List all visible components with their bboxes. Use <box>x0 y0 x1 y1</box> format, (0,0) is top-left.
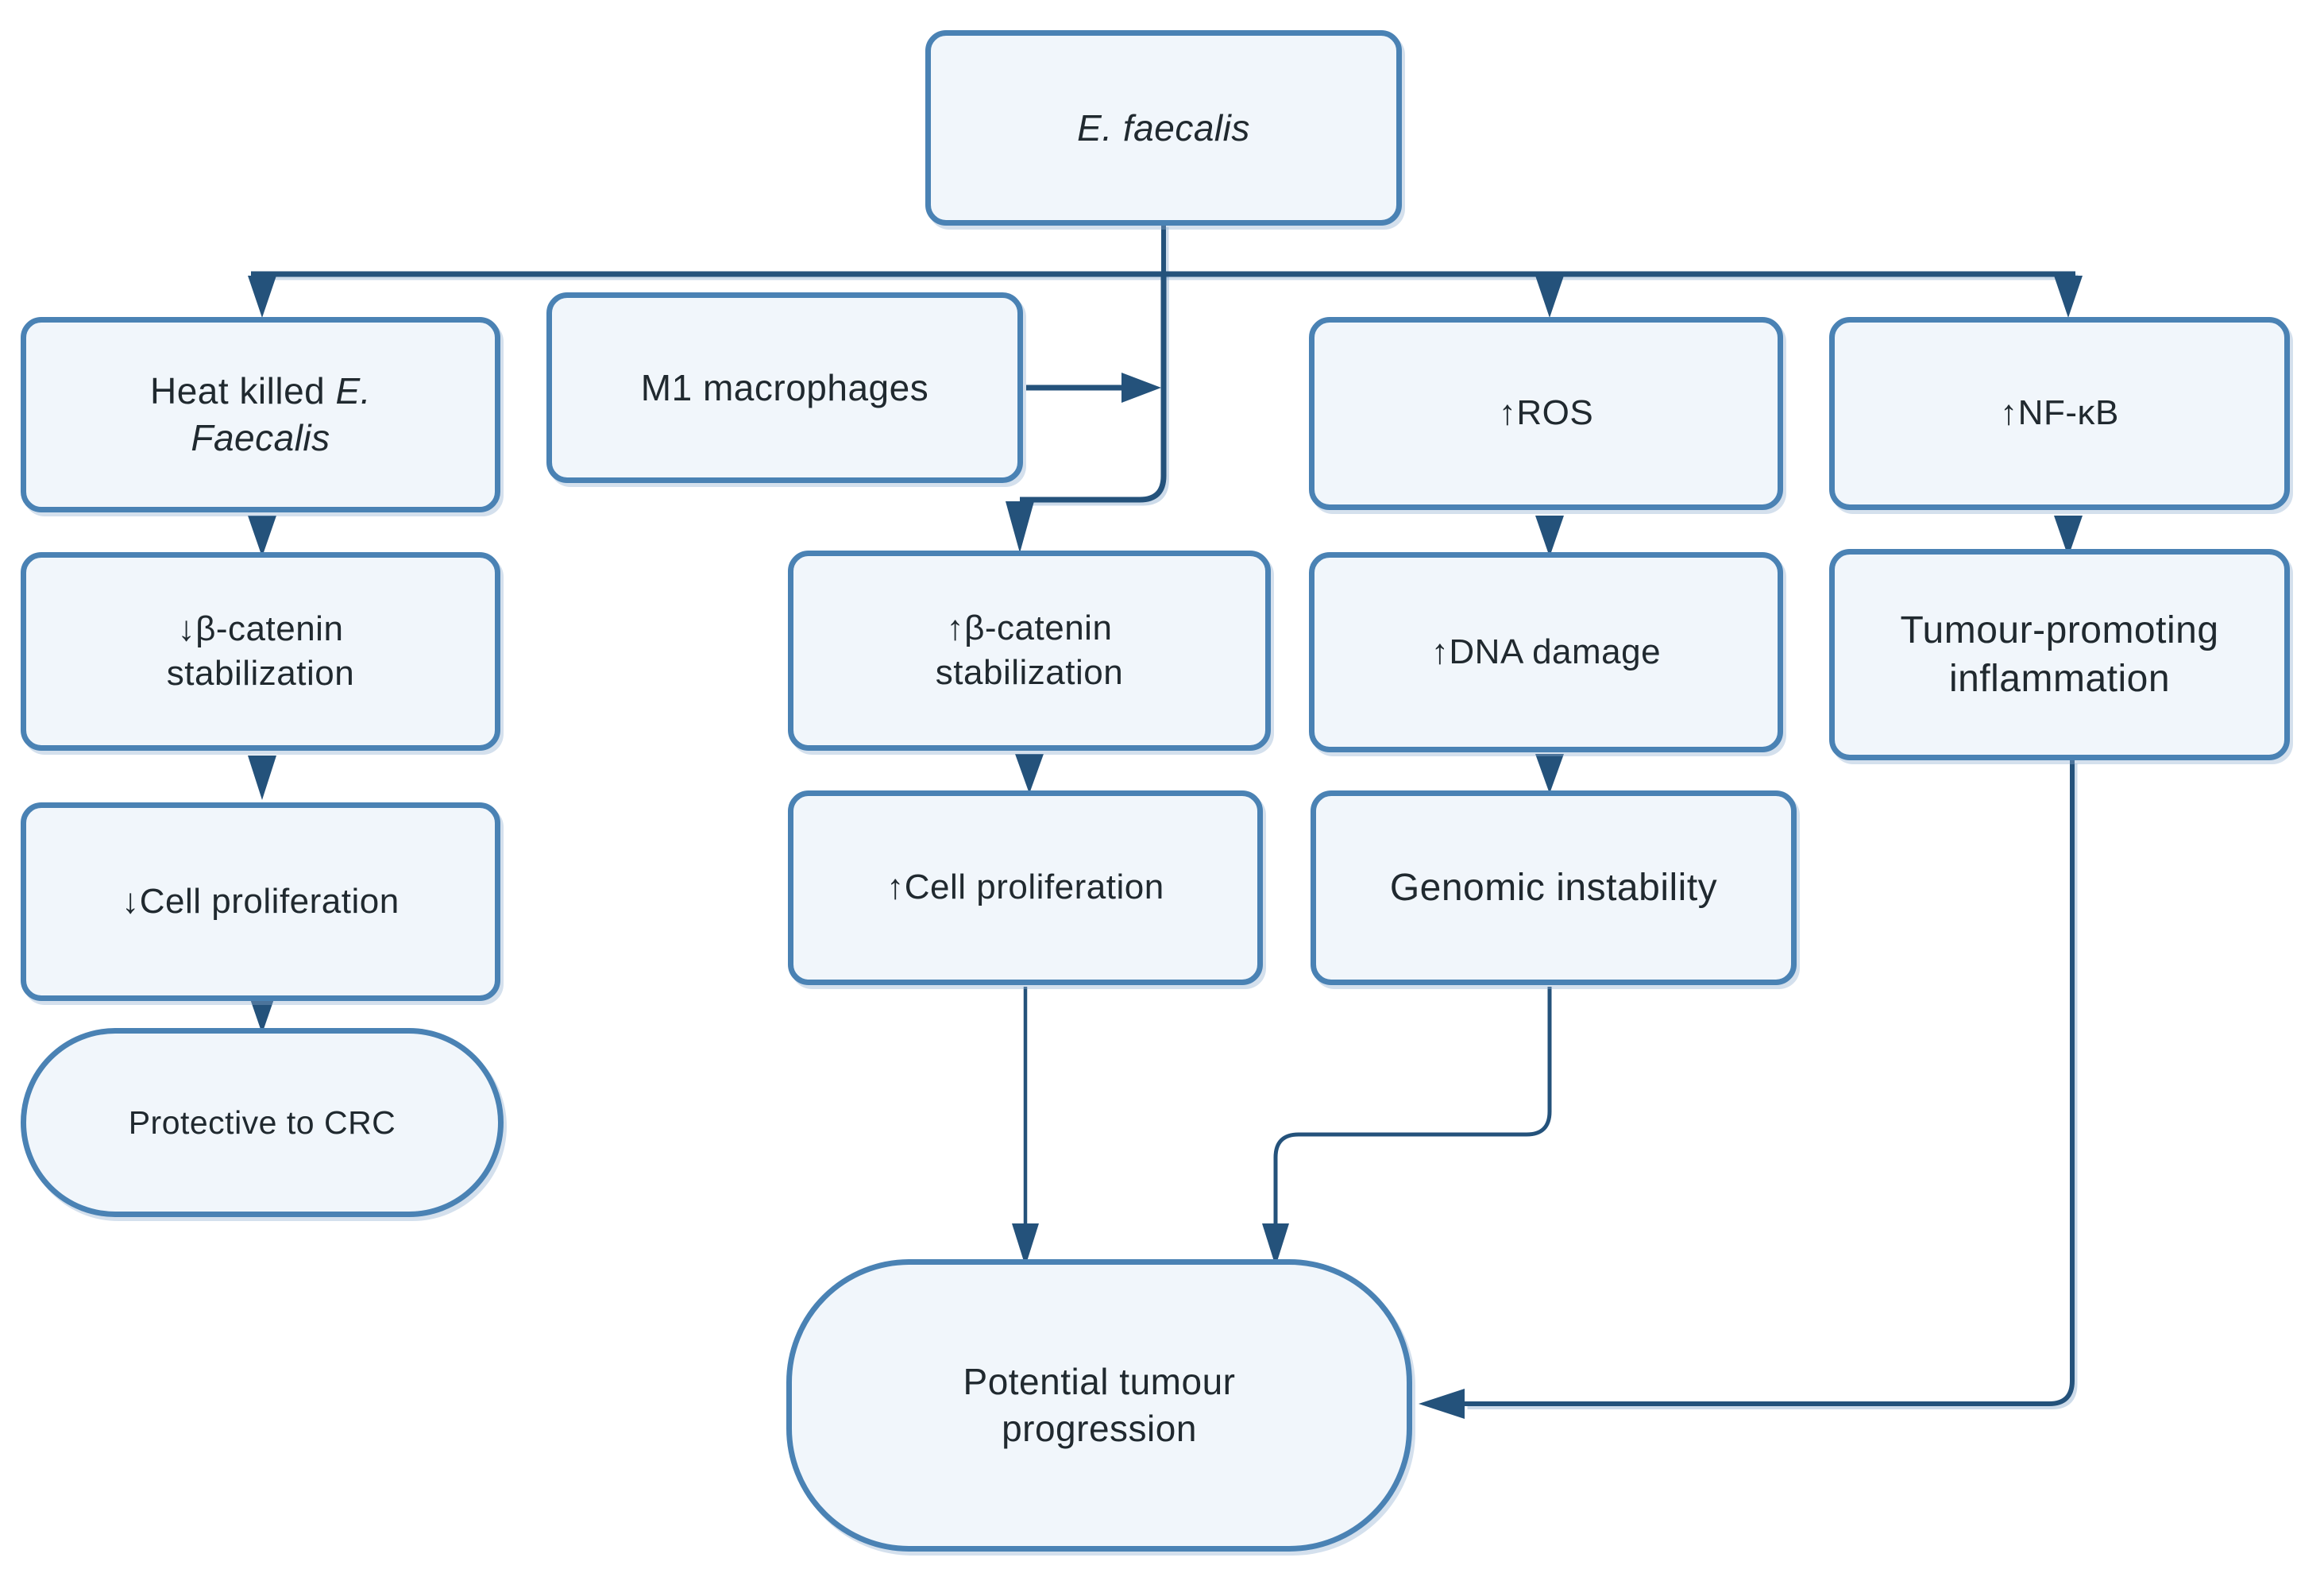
arrowhead-central-to-up-beta-catenin <box>1006 501 1034 553</box>
inflammation-elbow-line <box>1465 760 2075 1406</box>
node-down-beta-catenin-label: ↓β-catenin stabilization <box>167 607 354 697</box>
arrowhead-down-cell-to-protective <box>248 992 276 1034</box>
node-tumour-inflammation-line2: inflammation <box>1948 658 2171 700</box>
node-up-cell-proliferation-label: ↑Cell proliferation <box>886 868 1164 907</box>
arrowhead-dna-to-genomic <box>1535 754 1564 794</box>
node-tumour-inflammation-line1: Tumour-promoting <box>1900 609 2219 651</box>
node-m1-macrophages-label: M1 macrophages <box>640 366 929 408</box>
node-down-cell-proliferation-label: ↓Cell proliferation <box>122 881 400 921</box>
node-genomic-instability: Genomic instability <box>1311 790 1797 985</box>
genomic-elbow-line <box>1273 987 1552 1227</box>
arrowhead-m1-to-central-line <box>1121 373 1161 403</box>
arrowhead-down-beta-to-down-cell <box>248 756 276 800</box>
node-e-faecalis: E. faecalis <box>925 30 1402 226</box>
node-ros: ↑ROS <box>1309 317 1783 510</box>
shadow-central-elbow-line <box>1022 277 1169 506</box>
node-heat-killed: Heat killed E. Faecalis <box>21 317 500 512</box>
node-e-faecalis-label: E. faecalis <box>1077 106 1250 149</box>
node-heat-killed-line2: Faecalis <box>191 417 330 458</box>
arrowhead-branch-to-heat-killed <box>248 276 276 318</box>
node-potential-tumour-label: Potential tumour progression <box>963 1358 1236 1452</box>
node-down-cell-proliferation: ↓Cell proliferation <box>21 802 500 1001</box>
node-nfkb-label: ↑NF-κB <box>2000 393 2119 433</box>
node-potential-tumour: Potential tumour progression <box>786 1259 1412 1552</box>
node-genomic-instability-label: Genomic instability <box>1389 866 1718 909</box>
node-down-beta-catenin-line2: stabilization <box>166 654 355 693</box>
node-m1-macrophages: M1 macrophages <box>546 292 1023 483</box>
node-up-beta-catenin-line1: ↑β-catenin <box>946 608 1113 647</box>
node-nfkb: ↑NF-κB <box>1829 317 2290 510</box>
arrowhead-genomic-to-pill <box>1262 1223 1289 1266</box>
central-elbow-line <box>1020 274 1167 503</box>
node-heat-killed-line1-italic: E. <box>335 370 372 412</box>
node-heat-killed-line1: Heat killed E. <box>150 368 371 415</box>
node-potential-tumour-line1: Potential tumour <box>963 1361 1236 1403</box>
node-tumour-inflammation: Tumour-promoting inflammation <box>1829 549 2290 760</box>
arrowhead-up-beta-to-up-cell <box>1015 754 1044 794</box>
node-up-cell-proliferation: ↑Cell proliferation <box>788 790 1263 985</box>
arrowhead-up-cell-to-pill <box>1012 1223 1039 1266</box>
node-protective-crc-label: Protective to CRC <box>128 1103 396 1141</box>
node-heat-killed-line1-normal: Heat killed <box>149 370 336 412</box>
shadow-inflammation-elbow-line <box>1467 763 2078 1409</box>
arrowhead-branch-to-ros <box>1535 276 1564 318</box>
arrowhead-ros-to-dna <box>1535 516 1564 557</box>
arrowhead-inflammation-to-pill <box>1419 1389 1465 1419</box>
node-protective-crc: Protective to CRC <box>21 1028 504 1217</box>
node-up-beta-catenin: ↑β-catenin stabilization <box>788 551 1271 751</box>
node-down-beta-catenin: ↓β-catenin stabilization <box>21 552 500 751</box>
node-up-beta-catenin-label: ↑β-catenin stabilization <box>936 606 1123 696</box>
arrowhead-heat-killed-to-down-beta <box>248 516 276 557</box>
node-dna-damage: ↑DNA damage <box>1309 552 1783 752</box>
node-up-beta-catenin-line2: stabilization <box>935 653 1124 692</box>
node-ros-label: ↑ROS <box>1498 393 1594 433</box>
node-potential-tumour-line2: progression <box>1002 1408 1197 1449</box>
node-heat-killed-label: Heat killed E. Faecalis <box>150 368 371 462</box>
arrowhead-branch-to-nfkb <box>2054 276 2083 318</box>
arrowhead-nfkb-to-inflammation <box>2054 516 2083 557</box>
node-down-beta-catenin-line1: ↓β-catenin <box>177 609 344 648</box>
node-tumour-inflammation-label: Tumour-promoting inflammation <box>1900 606 2218 704</box>
node-dna-damage-label: ↑DNA damage <box>1430 632 1662 671</box>
